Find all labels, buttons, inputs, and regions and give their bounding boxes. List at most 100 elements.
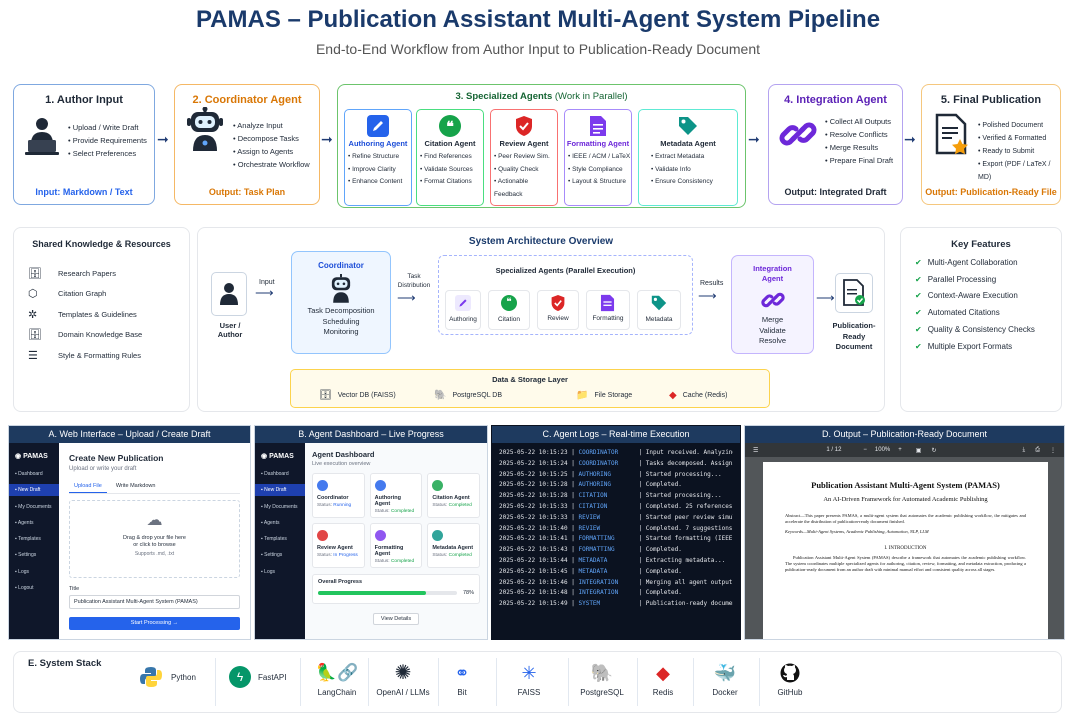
status-badge: Completed [390,509,415,514]
list-item: Prepare Final Draft [825,154,893,167]
sidebar-item[interactable]: ▪ Logs [9,566,59,578]
list-item: Improve Clarity [348,164,411,177]
nav-icon: ▪ [15,552,19,559]
page-indicator[interactable]: 1 / 12 [826,447,842,453]
doc-title: Publication Assistant Multi-Agent System… [811,480,1000,490]
title-input[interactable]: Publication Assistant Multi-Agent System… [69,595,240,609]
sidebar-item[interactable]: ▪ My Documents [255,501,305,513]
sidebar-item[interactable]: ▪ Settings [255,549,305,561]
sidebar-item[interactable]: ▪ Logout [9,582,59,594]
menu-icon[interactable]: ☰ [753,447,759,454]
agent-name: Authoring Agent [374,495,401,507]
tag-icon [651,295,667,311]
log-line: 2025-05-22 10:15:28 | CITATION| Started … [499,491,733,502]
log-console[interactable]: 2025-05-22 10:15:23 | COORDINATOR| Input… [492,443,740,615]
system-stack-panel [13,651,1062,713]
zoom-in-icon[interactable]: + [898,447,902,453]
list-item: Templates & Guidelines [58,309,137,319]
input-label: Input [259,279,275,286]
brand-logo-icon: ◉ [261,453,270,460]
sidebar-item-label: New Draft [18,487,41,494]
sidebar-item[interactable]: ▪ New Draft [9,484,59,497]
zoom-level[interactable]: 100% [874,447,891,453]
sidebar-item[interactable]: ▪ Templates [9,533,59,545]
node-title: Data & Storage Layer [492,375,568,384]
sidebar-item[interactable]: ▪ Agents [255,517,305,529]
github-icon [768,662,812,684]
arrow-right-icon: ⟶ [816,290,835,305]
sidebar-item[interactable]: ▪ Dashboard [255,468,305,480]
list-item: Ready to Submit [978,145,1060,158]
fit-page-icon[interactable]: ▣ [915,447,922,454]
output-label: Publication-Ready Document [832,321,876,351]
list-item: Layout & Structure [568,176,631,189]
status-badge: Completed [448,503,472,508]
list-item: Domain Knowledge Base [58,330,143,340]
step-title: 4. Integration Agent [784,94,887,106]
cloud-upload-icon: ☁ [146,512,163,529]
progress-section: Overall Progress 78% [312,574,480,604]
quote-icon: ❝ [439,115,461,137]
database-icon: 🗄 [28,267,42,280]
agent-icon [432,530,444,541]
tab-write-markdown[interactable]: Write Markdown [115,483,156,489]
download-icon[interactable]: ⤓ [1022,446,1026,453]
rotate-icon[interactable]: ↻ [931,447,937,454]
integration-node: Integration Agent Merge Validate Resolve [731,255,814,354]
log-message: Completed. 7 suggestions generated. [645,524,733,532]
sidebar-item[interactable]: ▪ Templates [255,533,305,545]
sidebar-item[interactable]: ▪ Settings [9,549,59,561]
nav-icon: ▪ [15,585,19,592]
redis-icon: ◆ [669,390,677,401]
agent-icon [432,480,444,491]
sidebar-item[interactable]: ▪ New Draft [255,484,305,497]
agent-card-review: Review Agent Peer Review Sim.Quality Che… [490,109,558,206]
postgres-icon: 🐘 [434,390,447,401]
start-processing-button[interactable]: Start Processing → [69,617,240,630]
log-message: Extracting metadata... [645,556,726,564]
network-icon: ✲ [28,308,38,321]
agent-name: Metadata Agent [660,139,716,148]
doc-keywords: Keywords—Multi-Agent Systems, Academic P… [785,529,929,534]
arrow-right-icon: ⟶ [397,290,416,305]
arrow-right-icon: ➞ [748,131,760,147]
sidebar-item[interactable]: ▪ Agents [9,517,59,529]
agent-name: Formatting Agent [566,139,630,148]
check-icon: ✔ [915,341,922,351]
agent-name: Metadata Agent [432,545,474,551]
view-details-button[interactable]: View Details [372,613,420,625]
feature-item: Parallel Processing [927,274,997,284]
zoom-out-icon[interactable]: − [863,447,867,453]
agent-name: Authoring Agent [348,139,408,148]
node-title: Integration Agent [753,264,792,283]
more-icon[interactable]: ⋮ [1050,447,1056,454]
coord-task: Monitoring [323,327,359,336]
pdf-toolbar: ☰ 1 / 12 − 100% + ▣ ↻ ⤓ ⎙ ⋮ [745,443,1064,457]
folder-icon: 📁 [576,390,589,401]
stack-label: FastAPI [258,672,287,682]
page-subtitle: End-to-End Workflow from Author Input to… [315,41,761,57]
docker-icon: 🐳 [713,663,737,683]
log-message: Completed. [645,567,682,575]
sidebar-item[interactable]: ▪ Logs [255,566,305,578]
log-line: 2025-05-22 10:15:46 | INTEGRATION| Mergi… [499,578,733,589]
print-icon[interactable]: ⎙ [1035,446,1040,453]
tab-upload-file[interactable]: Upload File [69,480,107,493]
dropzone[interactable]: ☁ Drag & drop your file here or click to… [69,500,240,578]
agent-label: Review [547,315,569,322]
step-author-input: 1. Author Input Upload / Write Draft Pro… [13,84,155,205]
log-message: Completed. [645,589,682,597]
stack-label: OpenAI / LLMs [376,688,430,697]
list-item: Provide Requirements [68,134,147,147]
status-label: Status: [374,509,390,514]
log-line: 2025-05-22 10:15:43 | FORMATTING| Comple… [499,545,733,556]
sidebar-item[interactable]: ▪ Dashboard [9,468,59,480]
sidebar-item[interactable]: ▪ My Documents [9,501,59,513]
page-heading: Create New Publication [69,453,164,463]
